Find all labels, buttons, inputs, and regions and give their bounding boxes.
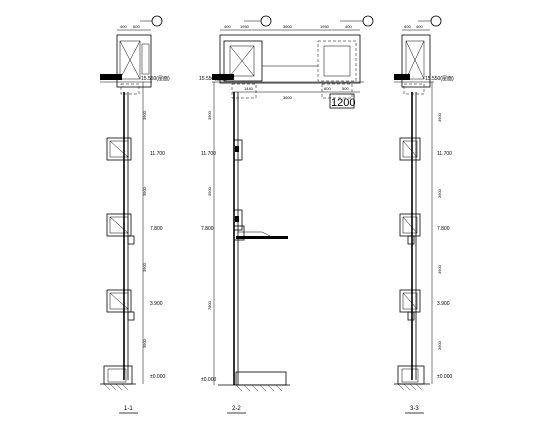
s1-level-roof: 15.550(屋面) <box>141 76 170 82</box>
s1-level-0: ±0.000 <box>150 374 165 380</box>
s2-base <box>218 371 290 392</box>
s3-floor-box-7800 <box>399 213 421 245</box>
section-2-2: 400 1950 3600 1950 400 1440 3600 600 500… <box>199 15 374 414</box>
s2-top-dim-1: 400 <box>224 24 231 29</box>
s2-floor-dim-1: 3900 <box>207 110 212 120</box>
s2-left-cross-b <box>229 45 255 77</box>
s2-level-11700: 11.700 <box>201 151 216 157</box>
s3-floor-dim-4: 3900 <box>437 340 442 350</box>
s1-parapet-box <box>116 34 152 88</box>
s3-floor-box-3900 <box>399 289 421 321</box>
s2-floor-dim-3: 7800 <box>207 300 212 310</box>
s1-floor-box-11700 <box>106 137 132 161</box>
s2-big-label-box <box>329 93 355 109</box>
s2-roof-dashed-left <box>231 83 257 99</box>
s2-top-dim-5: 400 <box>345 24 352 29</box>
s1-top-dim-1: 400 <box>120 24 127 29</box>
s3-parapet-cross-b <box>405 40 425 80</box>
section-1-1: 400 600 <box>100 15 170 414</box>
s1-roof-dashed <box>120 83 140 95</box>
s1-floor-box-3900 <box>106 289 135 321</box>
s2-right-box-inner <box>323 45 351 77</box>
s1-floor-box-7800 <box>106 213 135 245</box>
s1-level-7800: 7.800 <box>150 226 163 232</box>
s2-roof-slab <box>212 74 234 80</box>
s1-floor-dim-3: 3900 <box>142 262 147 272</box>
s2-floor-dim-2: 3900 <box>207 186 212 196</box>
s2-top-frame <box>219 34 361 84</box>
s2-canopy <box>233 225 288 241</box>
s3-level-7800: 7.800 <box>437 226 450 232</box>
s3-level-roof: 15.550(屋面) <box>425 76 454 82</box>
s1-parapet-cross-b <box>119 40 141 80</box>
s2-plan-dim-4: 500 <box>342 86 349 91</box>
s3-base-box <box>394 365 430 391</box>
s1-level-11700: 11.700 <box>150 151 165 157</box>
s2-right-box <box>317 40 357 82</box>
s2-roof-dashed-right <box>321 83 353 99</box>
s3-top-dim-2: 400 <box>416 24 423 29</box>
s2-left-box <box>223 40 263 82</box>
s2-level-7800: 7.800 <box>201 226 214 232</box>
s3-grid-bubble <box>430 15 442 27</box>
s3-level-11700: 11.700 <box>437 151 452 157</box>
s1-parapet-side <box>141 43 150 75</box>
s2-grid-bubble-a <box>260 15 272 27</box>
s2-plan-dim-3: 600 <box>324 86 331 91</box>
s2-top-dim-2: 1950 <box>240 24 250 29</box>
s2-grid-bubble-b <box>362 15 374 27</box>
s2-top-dim-3: 3600 <box>283 24 293 29</box>
s3-level-0: ±0.000 <box>437 374 452 380</box>
s2-plan-dim-1: 1440 <box>244 86 254 91</box>
s3-parapet-inner <box>405 40 425 80</box>
s3-top-dim-1: 400 <box>404 24 411 29</box>
s3-level-3900: 3.900 <box>437 301 450 307</box>
s2-column-detail-upper <box>233 139 243 161</box>
s3-floor-dim-3: 3900 <box>437 264 442 274</box>
s1-parapet-inner <box>119 40 141 80</box>
s1-grid-bubble <box>151 15 163 27</box>
s1-title: 1-1 <box>124 406 133 412</box>
s3-floor-dim-2: 3900 <box>437 188 442 198</box>
s2-top-dim-4: 1950 <box>320 24 330 29</box>
s2-title: 2-2 <box>232 406 241 412</box>
s2-level-0: ±0.000 <box>201 377 216 383</box>
s1-level-3900: 3.900 <box>150 301 163 307</box>
s2-column-detail-lower <box>233 209 243 231</box>
s3-floor-box-11700 <box>399 137 421 161</box>
s3-parapet-box <box>401 34 431 88</box>
s1-floor-dim-4: 3900 <box>142 338 147 348</box>
s3-title: 3-3 <box>410 406 419 412</box>
s2-level-roof: 15.550(屋面) <box>199 76 228 82</box>
s1-base-box <box>100 365 136 391</box>
s1-floor-dim-2: 3900 <box>142 186 147 196</box>
s3-roof-dashed <box>403 83 425 95</box>
s2-plan-dim-2: 3600 <box>283 95 293 100</box>
s2-big-label: 1200 <box>331 97 355 109</box>
s1-top-dim-2: 600 <box>133 24 140 29</box>
s3-roof-slab <box>394 74 410 80</box>
s3-floor-dim-1: 3900 <box>437 112 442 122</box>
s1-floor-dim-1: 3900 <box>142 110 147 120</box>
section-3-3: 400 400 <box>394 15 454 414</box>
s2-left-box-inner <box>229 45 255 77</box>
s1-roof-slab <box>100 74 122 80</box>
